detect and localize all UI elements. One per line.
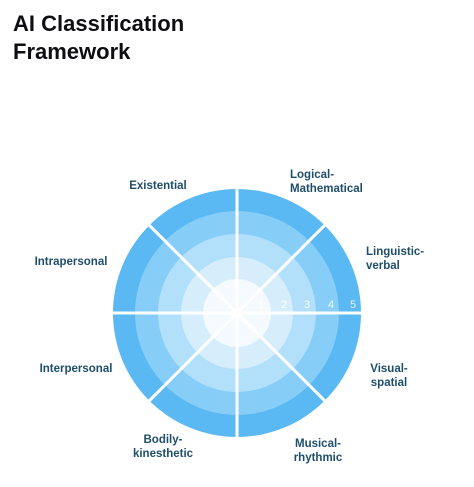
- level-label-5: 5: [350, 299, 356, 311]
- level-label-3: 3: [304, 299, 310, 311]
- segment-label-bodily-kinesthetic: Bodily-kinesthetic: [133, 434, 194, 460]
- segment-label-linguistic-verbal: Linguistic-verbal: [366, 246, 424, 272]
- wheel-dividers: [112, 188, 362, 438]
- segment-label-existential: Existential: [129, 180, 187, 192]
- segment-label-musical-rhythmic: Musical-rhythmic: [294, 438, 343, 464]
- divider-4: [147, 223, 327, 403]
- title-line-2: Framework: [13, 39, 131, 64]
- level-scale: 1 2 3 4 5: [258, 299, 356, 311]
- page-title: AI Classification Framework: [13, 10, 313, 66]
- segment-label-logical-mathematical: Logical-Mathematical: [290, 169, 363, 195]
- segment-label-intrapersonal: Intrapersonal: [35, 256, 108, 268]
- title-line-1: AI Classification: [13, 11, 185, 36]
- level-label-2: 2: [281, 299, 287, 311]
- segment-labels: Logical-MathematicalLinguistic-verbalVis…: [35, 169, 425, 464]
- segment-label-visual-spatial: Visual-spatial: [370, 363, 408, 389]
- segment-label-interpersonal: Interpersonal: [40, 363, 113, 375]
- level-label-4: 4: [328, 299, 334, 311]
- level-label-1: 1: [258, 299, 264, 311]
